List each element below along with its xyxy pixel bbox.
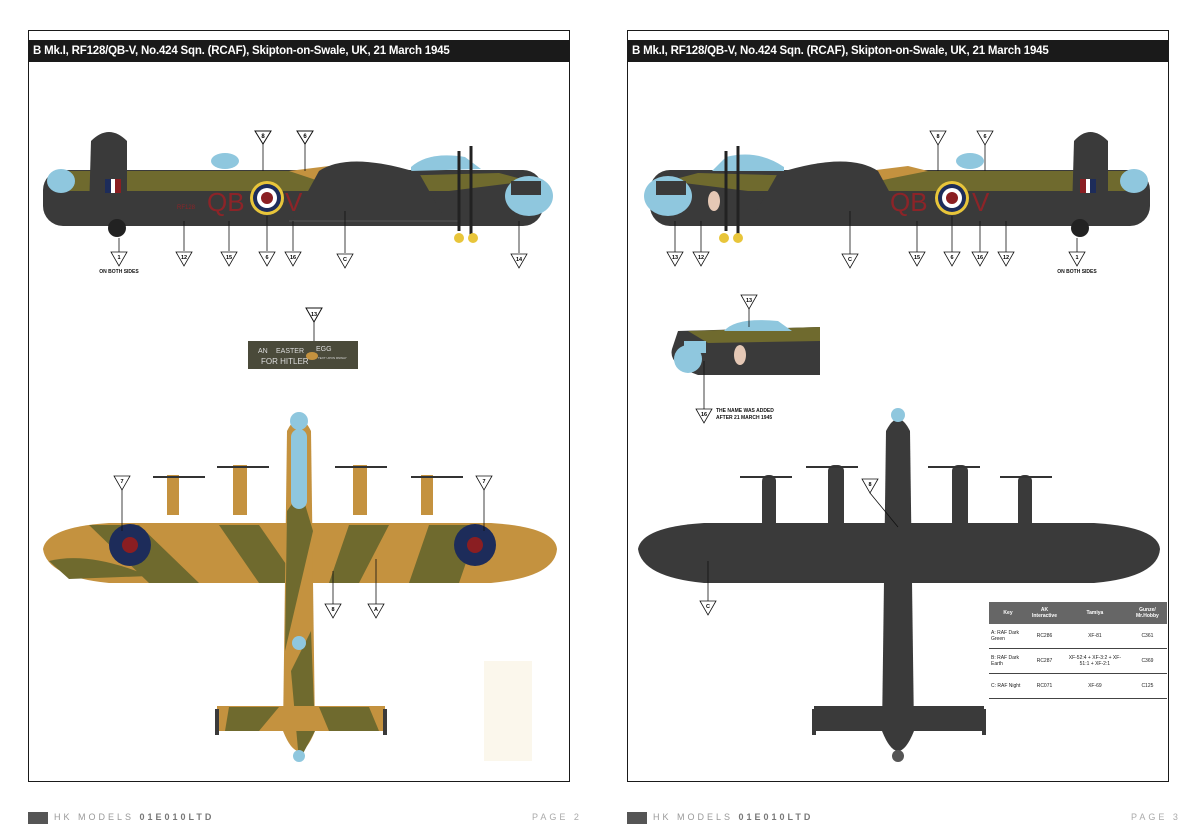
footer-brand-left: HK MODELS 01E010LTD [54, 812, 214, 826]
callout-label: 16 [290, 255, 296, 261]
callout-label: 16 [701, 412, 707, 418]
key-cell: C: RAF Night [989, 673, 1028, 699]
header-gunze: Gunze/ Mr.Hobby [1127, 602, 1167, 624]
nose-art-text-hitler: FOR HITLER [261, 357, 309, 366]
top-callouts [113, 475, 493, 619]
nose-art-text-easter: EASTER [276, 348, 304, 355]
callout-label: 12 [1003, 255, 1009, 261]
callout-label: 15 [914, 255, 920, 261]
brand-code: 01E010LTD [139, 812, 215, 822]
key-cell: A: RAF Dark Green [989, 624, 1028, 649]
callout-label: C [706, 604, 710, 610]
nose-detail-view [671, 294, 820, 424]
table-row: A: RAF Dark Green RC286 XF-81 C361 [989, 624, 1167, 649]
blank-swatch [484, 661, 532, 761]
note-both-sides: ON BOTH SIDES [1057, 269, 1097, 275]
gunze-cell: C361 [1127, 624, 1167, 649]
paint-key-table: Key AK Interactive Tamiya Gunze/ Mr.Hobb… [989, 602, 1167, 699]
gunze-cell: C369 [1127, 648, 1167, 674]
callout-label: 1 [1075, 255, 1078, 261]
callout-label: 13 [311, 312, 317, 318]
top-view-aircraft [43, 412, 557, 762]
callout-label: 7 [482, 479, 485, 485]
page-number-2: PAGE 2 [532, 812, 582, 822]
brand-prefix: HK MODELS [653, 812, 734, 822]
callout-label: 12 [181, 255, 187, 261]
side-code-letters: QB [207, 187, 245, 217]
callouts-bottom-labels: 1 12 15 6 16 C 14 [117, 255, 523, 263]
callout-label: C [343, 257, 347, 263]
gunze-cell: C125 [1127, 673, 1167, 699]
callout-label: 8 [868, 482, 871, 488]
side-code-letters: QB [890, 187, 928, 217]
nose-art-small-text: TEXT UPON RNWAY [318, 356, 347, 360]
callout-label: 6 [265, 255, 268, 261]
callout-label: C [848, 257, 852, 263]
callout-label: A [374, 607, 378, 613]
page-number-3: PAGE 3 [1131, 812, 1181, 822]
footer-brand-right: HK MODELS 01E010LTD [653, 812, 813, 826]
key-cell: B: RAF Dark Earth [989, 648, 1028, 674]
callout-label: 8 [331, 607, 334, 613]
ak-cell: RC071 [1027, 673, 1062, 699]
brand-prefix: HK MODELS [54, 812, 135, 822]
callout-label: 6 [983, 134, 986, 140]
note-name-added: THE NAME WAS ADDED [716, 408, 774, 414]
callout-label: 16 [977, 255, 983, 261]
tamiya-cell: XF-81 [1061, 624, 1128, 649]
page3-callout-labels: 8 6 13 12 C 15 6 16 12 1 [672, 134, 1079, 263]
callout-label: 13 [672, 255, 678, 261]
table-row: B: RAF Dark Earth RC287 XF-52:4 + XF-3:2… [989, 648, 1167, 674]
callout-label: 6 [950, 255, 953, 261]
ak-cell: RC287 [1027, 648, 1062, 674]
underside-callouts [699, 478, 899, 616]
note-after-date: AFTER 21 MARCH 1945 [716, 415, 772, 421]
nose-art-text-an: AN [258, 348, 268, 355]
callout-label: 6 [303, 134, 307, 140]
callout-label: 13 [746, 298, 752, 304]
side-individual-letter: V [285, 187, 303, 217]
page-3: B Mk.I, RF128/QB-V, No.424 Sqn. (RCAF), … [627, 30, 1169, 782]
tamiya-cell: XF-69 [1061, 673, 1128, 699]
callout-label: 12 [698, 255, 704, 261]
header-tamiya: Tamiya [1061, 602, 1128, 624]
header-ak: AK Interactive [1027, 602, 1062, 624]
side-view-aircraft-starboard [644, 132, 1150, 243]
page-2: B Mk.I, RF128/QB-V, No.424 Sqn. (RCAF), … [28, 30, 570, 782]
page-3-artwork: QB V 8 6 13 12 [638, 130, 1160, 762]
callout-label: 14 [516, 257, 523, 263]
note-both-sides: ON BOTH SIDES [99, 269, 139, 275]
callouts-bottom [110, 211, 528, 269]
callout-label: 7 [120, 479, 123, 485]
page-2-title: B Mk.I, RF128/QB-V, No.424 Sqn. (RCAF), … [29, 40, 569, 62]
callout-label: 1 [117, 255, 120, 261]
callouts-top: 8 6 [254, 130, 314, 171]
hk-logo-icon [28, 812, 48, 824]
callout-label: 8 [261, 134, 265, 140]
table-row: C: RAF Night RC071 XF-69 C125 [989, 673, 1167, 699]
nose-art-panel: 13 AN EASTER EGG FOR HITLER TEXT UPON RN… [248, 307, 358, 369]
side-serial: RF128 [177, 205, 196, 211]
ak-cell: RC286 [1027, 624, 1062, 649]
paint-key-header: Key AK Interactive Tamiya Gunze/ Mr.Hobb… [989, 602, 1167, 624]
page-2-artwork: QB V RF128 8 6 1 [43, 130, 557, 762]
brand-code: 01E010LTD [738, 812, 814, 822]
page3-callouts [666, 130, 1086, 269]
tamiya-cell: XF-52:4 + XF-3:2 + XF-51:1 + XF-2:1 [1061, 648, 1128, 674]
hk-logo-icon [627, 812, 647, 824]
underside-view-aircraft [638, 408, 1160, 762]
callout-label: 8 [936, 134, 939, 140]
top-callout-labels: 7 7 8 A [120, 479, 485, 613]
side-individual-letter: V [972, 187, 990, 217]
page-3-title: B Mk.I, RF128/QB-V, No.424 Sqn. (RCAF), … [628, 40, 1168, 62]
nose-art-text-egg: EGG [316, 346, 332, 353]
header-key: Key [989, 602, 1028, 624]
side-view-aircraft [43, 132, 553, 243]
callout-label: 15 [226, 255, 232, 261]
